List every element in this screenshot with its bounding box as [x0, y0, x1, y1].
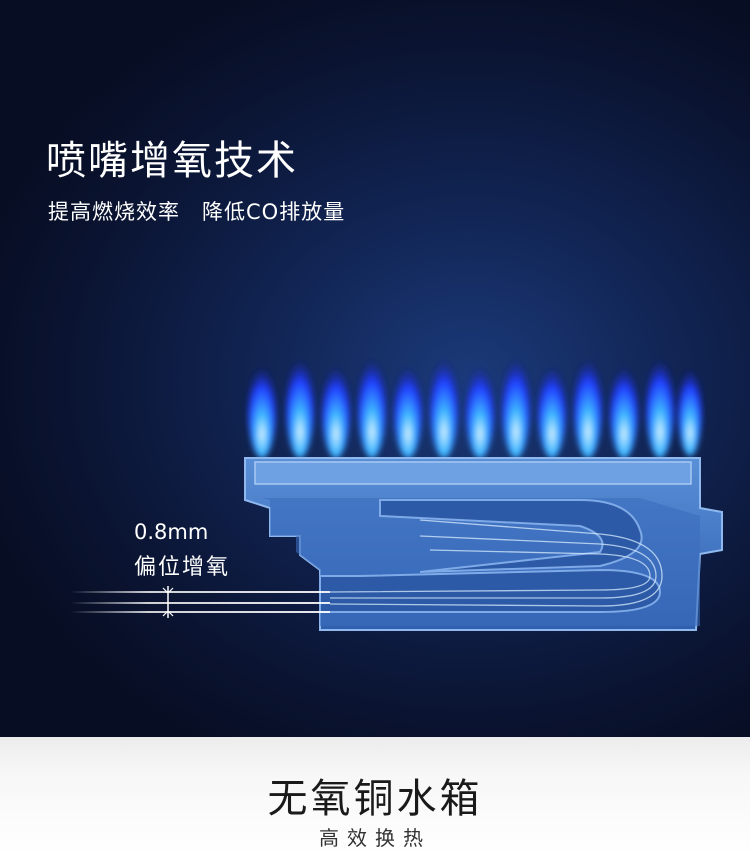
footer-title: 无氧铜水箱 — [267, 776, 483, 822]
subtitle-co: 降低CO排放量 — [202, 200, 346, 224]
burner-diagram — [70, 354, 723, 631]
subtitle-efficiency: 提高燃烧效率 — [48, 200, 180, 224]
burner-body — [244, 457, 723, 631]
hero-title: 喷嘴增氧技术 — [46, 138, 298, 184]
hero-section: 喷嘴增氧技术 提高燃烧效率降低CO排放量 — [0, 0, 750, 737]
offset-label: 偏位增氧 — [134, 555, 231, 580]
hero-subtitle: 提高燃烧效率降低CO排放量 — [48, 196, 345, 226]
footer-section: 无氧铜水箱 高效换热 — [0, 737, 750, 857]
jet-lines — [70, 586, 330, 618]
footer-subtitle: 高效换热 — [319, 826, 431, 850]
flame-row — [248, 354, 702, 458]
offset-value: 0.8mm — [134, 520, 209, 544]
